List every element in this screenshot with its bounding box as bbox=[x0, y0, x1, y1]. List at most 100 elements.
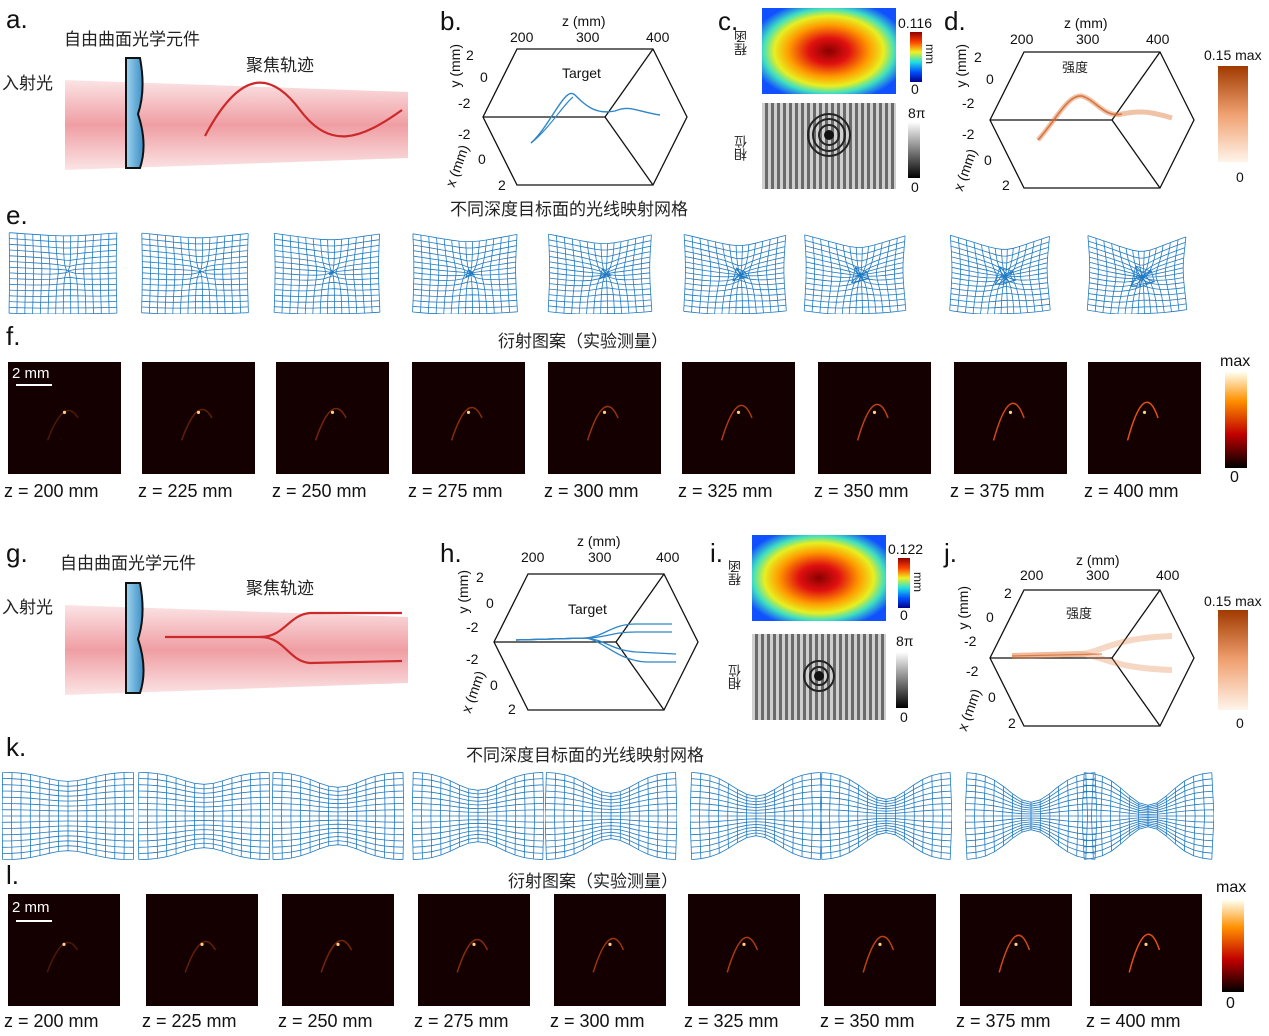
z-tick-d-2: 400 bbox=[1146, 31, 1170, 47]
incident-caption-g: 入射光 bbox=[2, 598, 53, 618]
phase-cbar-min: 0 bbox=[911, 179, 919, 195]
intensity-colorbar bbox=[1218, 66, 1248, 162]
e-mesh-0 bbox=[8, 232, 118, 314]
x-tick-0: -2 bbox=[458, 126, 471, 142]
scale-bar-label: 2 mm bbox=[12, 365, 50, 382]
diffraction-cbar-min: 0 bbox=[1230, 469, 1239, 486]
z-tick-2: 400 bbox=[646, 29, 670, 45]
intensity-cbar-min-j: 0 bbox=[1236, 715, 1244, 731]
y-tick-1: 0 bbox=[480, 69, 488, 85]
target-3d-plot-h bbox=[493, 573, 699, 711]
z-label-2: z = 250 mm bbox=[272, 481, 367, 501]
panel-label-c: c. bbox=[718, 6, 739, 36]
z-label-7: z = 375 mm bbox=[950, 481, 1045, 501]
phase-cbar-max: 8π bbox=[908, 105, 926, 121]
panel-label-a: a. bbox=[6, 4, 28, 34]
diffraction-panel-8 bbox=[1088, 362, 1201, 474]
element-caption: 自由曲面光学元件 bbox=[64, 30, 200, 50]
z-tick-j-1: 300 bbox=[1086, 567, 1110, 583]
phase-map bbox=[762, 103, 896, 189]
diffraction-panel-2 bbox=[282, 894, 394, 1006]
phase-label-i: 相位 bbox=[729, 664, 744, 690]
height-colorbar bbox=[910, 32, 922, 82]
z-label-1: z = 225 mm bbox=[142, 1011, 237, 1031]
phase-map-i bbox=[752, 634, 886, 720]
intensity-label: 强度 bbox=[1062, 61, 1089, 76]
z-label-4: z = 300 mm bbox=[544, 481, 639, 501]
intensity-cbar-max: 0.15 max bbox=[1204, 47, 1262, 63]
z-label-2: z = 250 mm bbox=[278, 1011, 373, 1031]
z-tick-j-2: 400 bbox=[1156, 567, 1180, 583]
y-tick-d-0: 2 bbox=[974, 49, 982, 65]
target-label: Target bbox=[562, 65, 601, 81]
scale-bar bbox=[16, 384, 52, 386]
y-tick-2: -2 bbox=[458, 95, 471, 111]
k-mesh-3 bbox=[412, 772, 544, 860]
e-mesh-6 bbox=[803, 234, 907, 314]
z-tick-0: 200 bbox=[510, 29, 534, 45]
target-3d-plot-b bbox=[482, 48, 688, 186]
height-unit: mm bbox=[923, 44, 937, 64]
height-colorbar-i bbox=[898, 558, 910, 608]
z-label-1: z = 225 mm bbox=[138, 481, 233, 501]
k-mesh-8 bbox=[1082, 772, 1214, 860]
diffraction-panel-7 bbox=[960, 894, 1072, 1006]
x-tick-d-2: 2 bbox=[1002, 177, 1010, 193]
panel-label-l: l. bbox=[6, 860, 19, 890]
intensity-cbar-min: 0 bbox=[1236, 169, 1244, 185]
diffraction-cbar-max: max bbox=[1220, 353, 1251, 370]
height-map-i bbox=[752, 535, 886, 621]
panel-label-g: g. bbox=[6, 538, 28, 568]
z-label-7: z = 375 mm bbox=[956, 1011, 1051, 1031]
e-mesh-4 bbox=[547, 233, 653, 314]
phase-cbar-min-i: 0 bbox=[900, 709, 908, 725]
target-label-h: Target bbox=[568, 601, 607, 617]
y-axis-label-h: y (mm) bbox=[455, 570, 471, 614]
y-tick-h-0: 2 bbox=[476, 569, 484, 585]
z-label-6: z = 350 mm bbox=[820, 1011, 915, 1031]
z-label-0: z = 200 mm bbox=[4, 1011, 99, 1031]
diffraction-panel-0 bbox=[8, 362, 121, 474]
incident-caption: 入射光 bbox=[2, 74, 53, 94]
diffraction-panel-4 bbox=[554, 894, 666, 1006]
diffraction-cbar-max-l: max bbox=[1216, 879, 1247, 896]
x-tick-d-0: -2 bbox=[962, 126, 975, 142]
e-mesh-3 bbox=[412, 233, 518, 314]
z-label-8: z = 400 mm bbox=[1086, 1011, 1181, 1031]
panel-label-b: b. bbox=[440, 6, 462, 36]
z-tick-h-1: 300 bbox=[588, 549, 612, 565]
phase-colorbar bbox=[908, 122, 920, 178]
intensity-colorbar-j bbox=[1218, 610, 1248, 710]
height-cbar-min: 0 bbox=[911, 81, 919, 97]
diffraction-row-l: z = 200 mm z = 225 mm z = 250 mm z = 275 mm… bbox=[0, 892, 1269, 1036]
y-tick-j-1: 0 bbox=[986, 609, 994, 625]
intensity-3d-plot-j bbox=[989, 589, 1195, 727]
x-tick-h-1: 0 bbox=[490, 677, 498, 693]
diffraction-title-f: 衍射图案（实验测量） bbox=[498, 332, 668, 352]
z-label-5: z = 325 mm bbox=[678, 481, 773, 501]
z-label-3: z = 275 mm bbox=[414, 1011, 509, 1031]
panel-label-d: d. bbox=[944, 6, 966, 36]
trajectory-curve bbox=[204, 81, 403, 138]
x-tick-1: 0 bbox=[478, 151, 486, 167]
schematic-a bbox=[65, 57, 408, 170]
e-mesh-7 bbox=[949, 234, 1051, 314]
intensity-3d-plot-d bbox=[989, 51, 1195, 189]
height-cbar-min-i: 0 bbox=[900, 607, 908, 623]
phase-label: 相位 bbox=[735, 135, 750, 161]
z-label-5: z = 325 mm bbox=[684, 1011, 779, 1031]
x-tick-h-2: 2 bbox=[508, 701, 516, 717]
diffraction-panel-1 bbox=[146, 894, 258, 1006]
schematic-g bbox=[65, 582, 408, 695]
height-map bbox=[762, 8, 896, 94]
diffraction-panel-1 bbox=[142, 362, 255, 474]
diffraction-panel-5 bbox=[682, 362, 795, 474]
mesh-row-k bbox=[0, 766, 1269, 870]
diffraction-panel-7 bbox=[954, 362, 1067, 474]
k-mesh-2 bbox=[272, 772, 404, 860]
diffraction-panel-3 bbox=[412, 362, 525, 474]
trajectory-caption: 聚焦轨迹 bbox=[246, 56, 314, 76]
panel-label-k: k. bbox=[6, 732, 27, 762]
diffraction-panel-4 bbox=[548, 362, 661, 474]
